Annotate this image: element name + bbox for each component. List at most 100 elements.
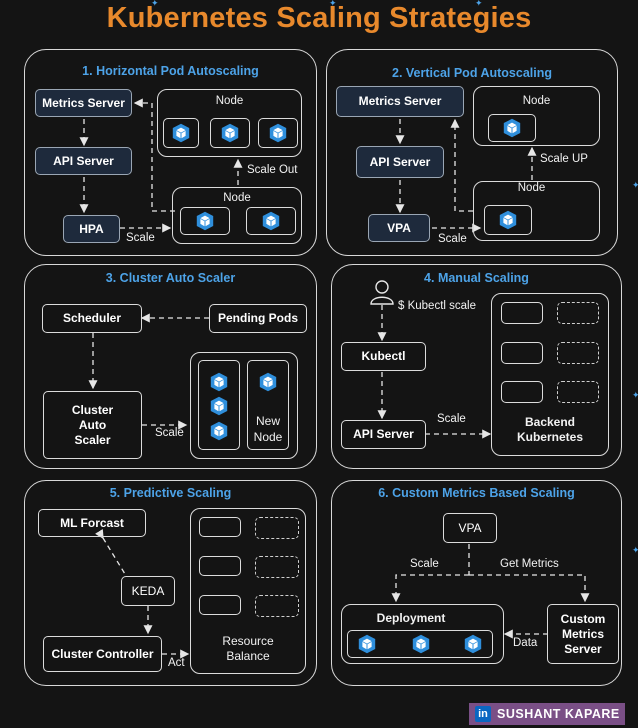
- pod: [163, 118, 199, 148]
- marker-icon: ✦: [632, 180, 638, 190]
- kubernetes-pod-icon: [172, 123, 190, 143]
- metrics-server-box: Metrics Server: [35, 89, 132, 117]
- get-metrics-label: Get Metrics: [500, 558, 559, 570]
- node-bottom: [172, 187, 302, 244]
- user-icon: [370, 280, 394, 305]
- backend-kubernetes-label: Backend Kubernetes: [516, 415, 584, 444]
- kubernetes-pod-icon: [358, 634, 376, 654]
- vpa-box: VPA: [368, 214, 430, 242]
- marker-icon: ✦: [632, 390, 638, 400]
- scale-up-label: Scale UP: [540, 153, 588, 165]
- api-server-box: API Server: [356, 146, 444, 178]
- node-slot: [199, 517, 241, 537]
- node-bottom: [473, 181, 600, 241]
- linkedin-icon: in: [475, 706, 491, 722]
- node-slot-empty: [557, 302, 599, 324]
- kubernetes-pod-icon: [269, 123, 287, 143]
- node-slot-empty: [557, 342, 599, 364]
- metrics-server-box: Metrics Server: [336, 86, 464, 117]
- pods-row: [347, 630, 493, 658]
- panel-title: 6. Custom Metrics Based Scaling: [378, 486, 575, 500]
- node-slot: [199, 595, 241, 615]
- new-node: [247, 360, 289, 450]
- node: [198, 360, 240, 450]
- kubectl-box: Kubectl: [341, 342, 426, 371]
- panel-cluster-auto-scaler: [24, 264, 317, 469]
- data-label: Data: [513, 637, 538, 649]
- ml-forcast-box: ML Forcast: [38, 509, 146, 537]
- scale-label: Scale: [155, 427, 184, 439]
- pod: [484, 205, 532, 235]
- star-icon: ✦: [475, 0, 483, 8]
- scale-out-label: Scale Out: [247, 164, 298, 176]
- node-slot: [501, 381, 543, 403]
- kubernetes-pod-icon: [262, 211, 280, 231]
- panel-title: 1. Horizontal Pod Autoscaling: [82, 64, 259, 78]
- api-server-box: API Server: [341, 420, 426, 449]
- pod: [488, 114, 536, 142]
- resource-balance-label: Resource Balance: [222, 634, 274, 663]
- node-slot-empty: [255, 556, 299, 578]
- hpa-box: HPA: [63, 215, 120, 243]
- star-icon: ✦: [329, 0, 337, 8]
- panel-title: 5. Predictive Scaling: [109, 486, 232, 500]
- kubernetes-pod-icon: [464, 634, 482, 654]
- page-title: Kubernetes Scaling Strategies: [106, 2, 532, 34]
- marker-icon: ✦: [632, 545, 638, 555]
- kubernetes-pod-icon: [210, 396, 228, 416]
- api-server-box: API Server: [35, 147, 132, 175]
- panel-predictive-scaling: [24, 480, 317, 686]
- author-name: SUSHANT KAPARE: [497, 707, 620, 721]
- scale-label: Scale: [126, 232, 155, 244]
- pod: [258, 118, 298, 148]
- cluster-auto-scaler-box: Cluster Auto Scaler: [43, 391, 142, 459]
- kubernetes-pod-icon: [210, 421, 228, 441]
- node-slot-empty: [557, 381, 599, 403]
- cluster-controller-box: Cluster Controller: [43, 636, 162, 672]
- node-slot: [199, 556, 241, 576]
- panel-title: 3. Cluster Auto Scaler: [105, 271, 236, 285]
- scale-label: Scale: [410, 558, 439, 570]
- scale-label: Scale: [438, 233, 467, 245]
- node-label: Node: [522, 95, 551, 107]
- panel-vertical-pod-autoscaling: [326, 49, 618, 256]
- node-top: [157, 89, 302, 157]
- node-label: Node: [517, 182, 546, 194]
- nodes-group: [190, 352, 298, 459]
- node-slot: [501, 302, 543, 324]
- scale-label: Scale: [437, 413, 466, 425]
- vpa-box: VPA: [443, 513, 497, 543]
- panel-manual-scaling: [331, 264, 622, 469]
- kubernetes-pod-icon: [196, 211, 214, 231]
- act-label: Act: [168, 657, 185, 669]
- kubernetes-pod-icon: [221, 123, 239, 143]
- backend-kubernetes-group: [491, 293, 609, 456]
- kubernetes-pod-icon: [210, 372, 228, 392]
- pod: [210, 118, 250, 148]
- deployment-group: [341, 604, 504, 664]
- pending-pods-box: Pending Pods: [209, 304, 307, 333]
- kubernetes-pod-icon: [503, 118, 521, 138]
- star-icon: ✦: [151, 0, 159, 8]
- custom-metrics-server-box: Custom Metrics Server: [547, 604, 619, 664]
- panel-title: 2. Vertical Pod Autoscaling: [392, 66, 552, 80]
- node-slot: [501, 342, 543, 364]
- node-slot-empty: [255, 595, 299, 617]
- kubectl-command-label: $ Kubectl scale: [398, 300, 476, 312]
- node-label: Node: [223, 192, 251, 204]
- scheduler-box: Scheduler: [42, 304, 142, 333]
- new-node-label: New Node: [253, 414, 283, 444]
- kubernetes-pod-icon: [499, 210, 517, 230]
- node-slot-empty: [255, 517, 299, 539]
- kubernetes-pod-icon: [412, 634, 430, 654]
- panel-custom-metrics-scaling: [331, 480, 622, 686]
- panel-horizontal-pod-autoscaling: [24, 49, 317, 256]
- pod: [246, 207, 296, 235]
- author-badge[interactable]: in SUSHANT KAPARE: [469, 703, 625, 725]
- deployment-label: Deployment: [376, 611, 446, 625]
- keda-box: KEDA: [121, 576, 175, 606]
- pod: [180, 207, 230, 235]
- kubernetes-pod-icon: [259, 372, 277, 392]
- resource-balance-group: [190, 508, 306, 674]
